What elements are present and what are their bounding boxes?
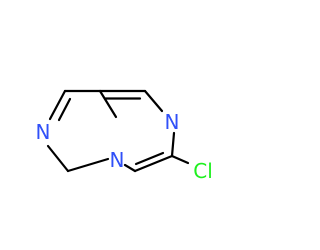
- bond-c5-n4: [123, 163, 137, 173]
- bond-c6-c5: [133, 154, 174, 173]
- bond-n4-c8a: [98, 89, 118, 119]
- atom-n-bridgehead: N: [110, 148, 125, 172]
- bond-n2-c3: [46, 144, 70, 173]
- bond-n7-c6: [170, 131, 176, 158]
- atom-n-imidazole: N: [36, 120, 51, 144]
- bond-c3-n4: [66, 157, 110, 173]
- structure-diagram: N N N Cl: [36, 89, 213, 183]
- bond-c6-c5-inner: [134, 151, 165, 166]
- bond-c1-n2-inner: [57, 97, 72, 122]
- atom-n-pyrazine: N: [165, 110, 180, 134]
- bond-c8-n7: [143, 89, 164, 113]
- atom-chlorine: Cl: [193, 159, 213, 183]
- bond-c6-cl: [170, 154, 190, 165]
- molecule-canvas: N N N Cl: [35, 89, 213, 183]
- bond-c1-n2: [48, 89, 67, 121]
